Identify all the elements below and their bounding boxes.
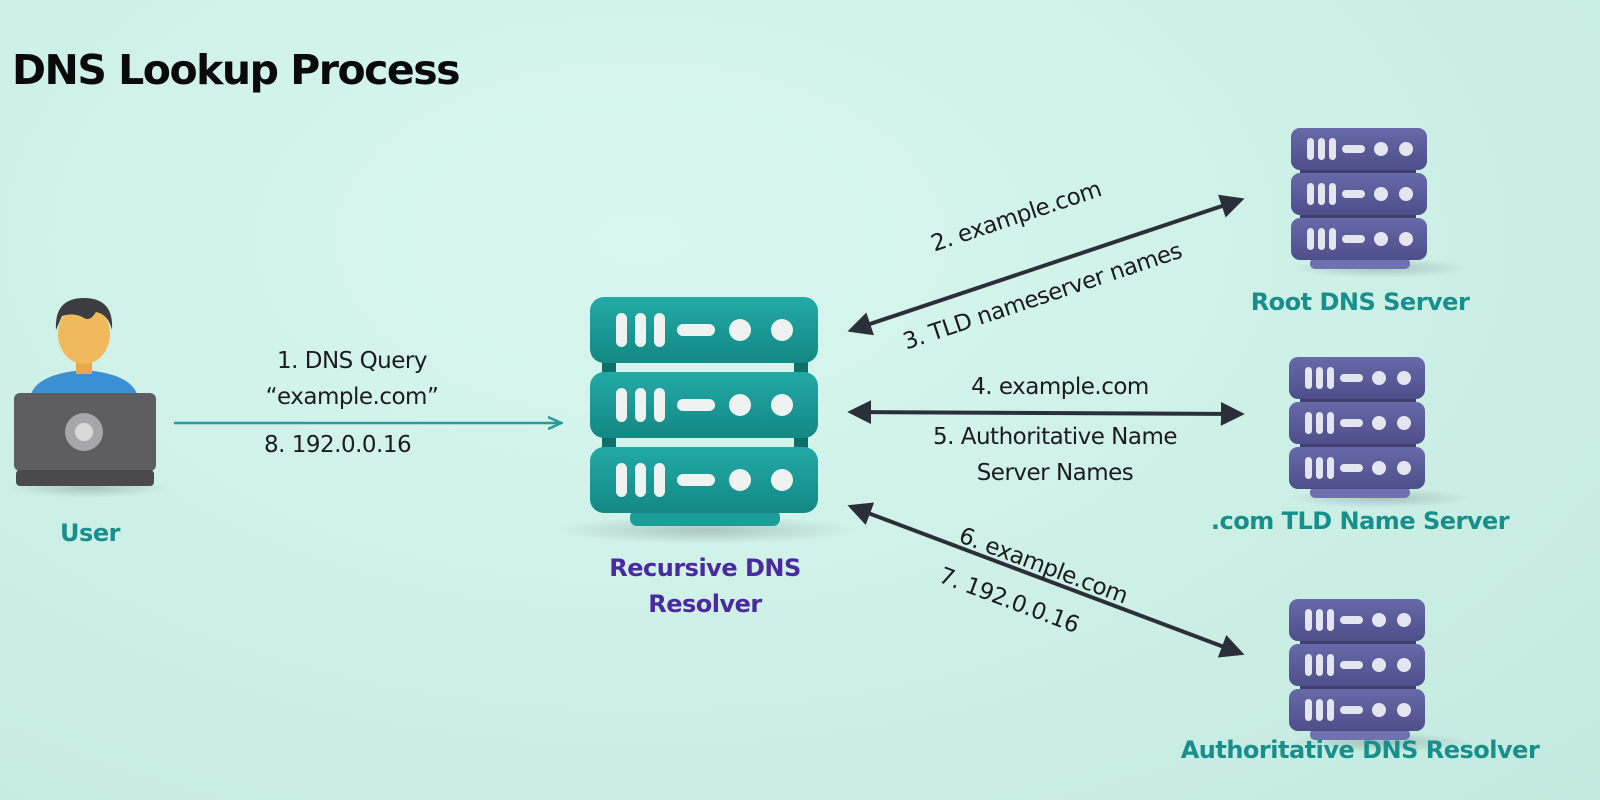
user-at-laptop-icon — [8, 298, 168, 498]
step4-label: 4. example.com — [971, 374, 1149, 400]
user-label: User — [60, 519, 120, 547]
arrow-resolver-authoritative — [847, 502, 1245, 658]
step1-label-line1: 1. DNS Query — [277, 348, 427, 374]
resolver-label-line2: Resolver — [648, 590, 762, 618]
resolver-label: Recursive DNS Resolver — [585, 550, 825, 622]
arrow-resolver-tld — [847, 400, 1245, 426]
resolver-label-line1: Recursive DNS — [609, 554, 801, 582]
tld-server-icon — [1289, 357, 1470, 508]
authoritative-server-icon — [1289, 599, 1470, 752]
step8-label: 8. 192.0.0.16 — [264, 432, 412, 458]
step5-label-line1: 5. Authoritative Name — [932, 424, 1178, 450]
page-title: DNS Lookup Process — [12, 46, 461, 94]
step5-label-line2: Server Names — [976, 460, 1134, 486]
tld-server-label: .com TLD Name Server — [1210, 507, 1510, 535]
authoritative-server-label: Authoritative DNS Resolver — [1180, 736, 1540, 764]
step1-label-line2: “example.com” — [265, 384, 439, 410]
recursive-resolver-server-icon — [555, 297, 855, 544]
arrow-resolver-root — [847, 194, 1245, 336]
root-server-label: Root DNS Server — [1250, 288, 1470, 316]
root-server-icon — [1290, 128, 1470, 278]
